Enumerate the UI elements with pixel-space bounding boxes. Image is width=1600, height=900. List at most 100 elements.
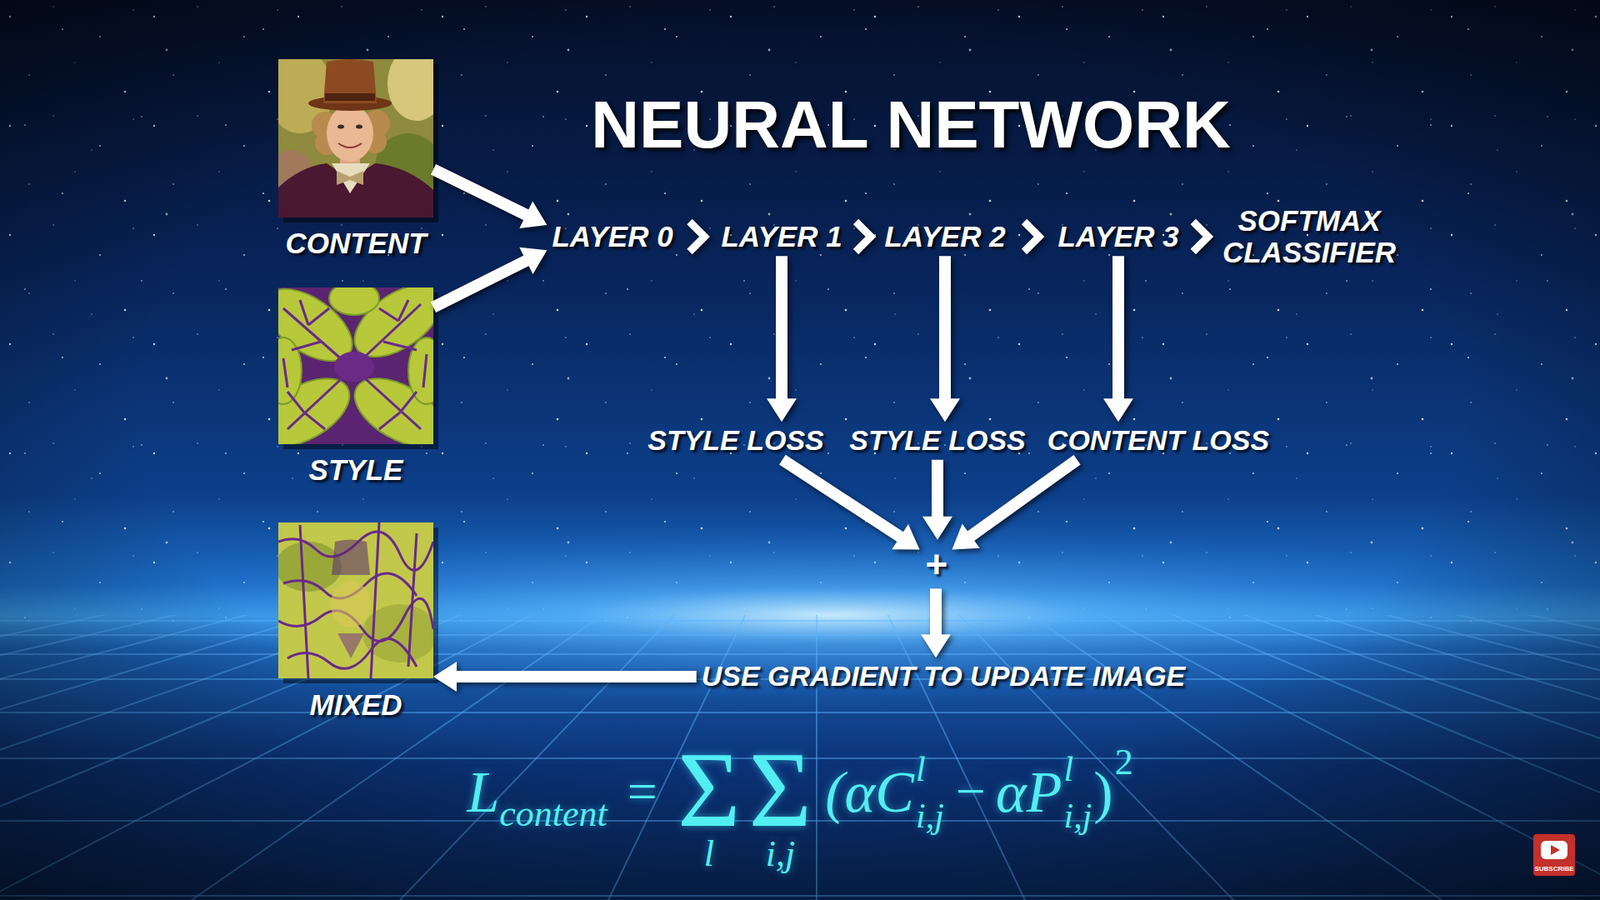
chevron xyxy=(855,221,871,252)
mixed-image-part-part xyxy=(278,541,342,592)
node-text: LAYER 1 xyxy=(720,220,842,254)
chevron-connector xyxy=(1024,221,1040,252)
classifier-label: SOFTMAX CLASSIFIER xyxy=(1217,201,1401,273)
arrow-shaft xyxy=(1112,255,1125,400)
content-image-part-part xyxy=(387,59,434,121)
formula-part: = xyxy=(627,765,658,819)
flow-arrow xyxy=(433,661,697,692)
content-image-part-part xyxy=(336,170,364,185)
node-text: LAYER 3 xyxy=(1057,220,1179,254)
node-text: CONTENT xyxy=(278,227,434,260)
arrow-head xyxy=(922,516,953,540)
style-image-part-part-part xyxy=(287,370,350,430)
node-text: LAYER 0 xyxy=(551,220,673,254)
content-image xyxy=(266,45,446,223)
chevron-connector xyxy=(855,221,871,252)
mixed-image-part-part xyxy=(330,580,371,628)
arrow-shaft xyxy=(939,255,951,400)
arrow-head xyxy=(891,524,920,550)
chevron xyxy=(690,221,705,252)
style-image-part-part xyxy=(283,300,427,430)
formula-part: l xyxy=(704,835,715,873)
mixed-image-part-part xyxy=(278,522,434,679)
mixed-image-node: MIXED xyxy=(278,522,434,722)
subscribe-text: SUBSCRIBE xyxy=(1534,865,1574,873)
mixed-image xyxy=(275,522,439,684)
chevron xyxy=(1193,221,1209,252)
mixed-image-part-part xyxy=(331,540,370,576)
style-image xyxy=(247,270,457,460)
loss-label: STYLE LOSS xyxy=(844,421,1031,460)
arrow-head xyxy=(519,247,547,275)
arrow-head xyxy=(1103,398,1134,422)
style-image-part-part xyxy=(278,287,434,445)
node-text: LAYER 2 xyxy=(884,220,1005,254)
flow-arrow xyxy=(433,169,547,229)
arrow-shaft xyxy=(775,255,788,400)
content-image-part-part xyxy=(338,143,362,148)
flow-arrow xyxy=(1103,255,1134,422)
arrow-head xyxy=(920,634,951,658)
node-text: STYLE LOSS xyxy=(647,425,825,456)
layer-label: LAYER 0 xyxy=(546,217,678,257)
youtube-icon xyxy=(1533,834,1575,876)
node-text: MIXED xyxy=(278,689,434,722)
content-image-part-part xyxy=(325,93,375,101)
loss-label: STYLE LOSS xyxy=(642,421,830,460)
formula-part: − xyxy=(955,765,986,819)
layer-label: LAYER 3 xyxy=(1052,217,1184,257)
formula-part: αP xyxy=(995,763,1063,822)
arrow-shaft xyxy=(433,169,528,215)
arrow-head xyxy=(519,201,547,229)
formula-part: Σ xyxy=(677,735,741,844)
style-image-part-part-part xyxy=(356,370,421,430)
formula-part: i,j xyxy=(765,835,795,873)
arrow-shaft xyxy=(782,460,902,538)
content-image-part-part xyxy=(323,59,377,104)
arrow-head xyxy=(433,661,457,692)
sum-symbol: + xyxy=(920,540,953,590)
flow-arrow xyxy=(920,588,951,658)
diagram-title: NEURAL NETWORK xyxy=(590,91,1230,159)
content-image-part xyxy=(278,59,434,218)
node-text: SOFTMAX CLASSIFIER xyxy=(1222,205,1396,270)
youtube-icon-part xyxy=(1550,845,1560,855)
flow-arrow xyxy=(951,460,1077,550)
content-image-part-part xyxy=(326,105,374,162)
flow-arrow xyxy=(782,460,920,550)
formula-part: i,j xyxy=(915,798,945,834)
node-text: + xyxy=(925,543,948,586)
update-label: USE GRADIENT TO UPDATE IMAGE xyxy=(696,657,1191,695)
mixed-image-part xyxy=(278,522,434,679)
style-image-part-part-part xyxy=(408,337,434,405)
formula-part: l xyxy=(1063,751,1074,787)
arrow-head xyxy=(930,398,960,422)
content-image-part-part xyxy=(337,125,345,130)
formula-part: L xyxy=(466,763,500,822)
arrow-shaft xyxy=(455,670,697,683)
flow-arrow xyxy=(930,255,960,422)
layer-label: LAYER 1 xyxy=(715,217,847,257)
arrow-head xyxy=(951,523,980,550)
style-image-node: STYLE xyxy=(278,287,434,487)
youtube-icon-part xyxy=(1533,834,1575,876)
content-image-part-part xyxy=(355,125,363,130)
flow-arrow xyxy=(922,460,953,540)
mixed-image-part-part-part xyxy=(300,522,417,679)
layer-label: LAYER 2 xyxy=(879,217,1010,257)
style-image-part-part xyxy=(334,351,375,382)
formula-part: i,j xyxy=(1063,798,1092,834)
node-text: STYLE LOSS xyxy=(849,425,1026,456)
mixed-image-part-part xyxy=(337,633,365,659)
mixed-image-part-part xyxy=(278,522,434,679)
content-image-part-part xyxy=(278,163,434,218)
formula-part: l xyxy=(915,751,926,787)
chevron-connector xyxy=(1193,221,1209,252)
style-image-part-part-part xyxy=(329,287,380,315)
formula-part: Σ xyxy=(749,735,813,844)
node-text: USE GRADIENT TO UPDATE IMAGE xyxy=(701,660,1186,692)
chevron-connector xyxy=(690,221,705,252)
